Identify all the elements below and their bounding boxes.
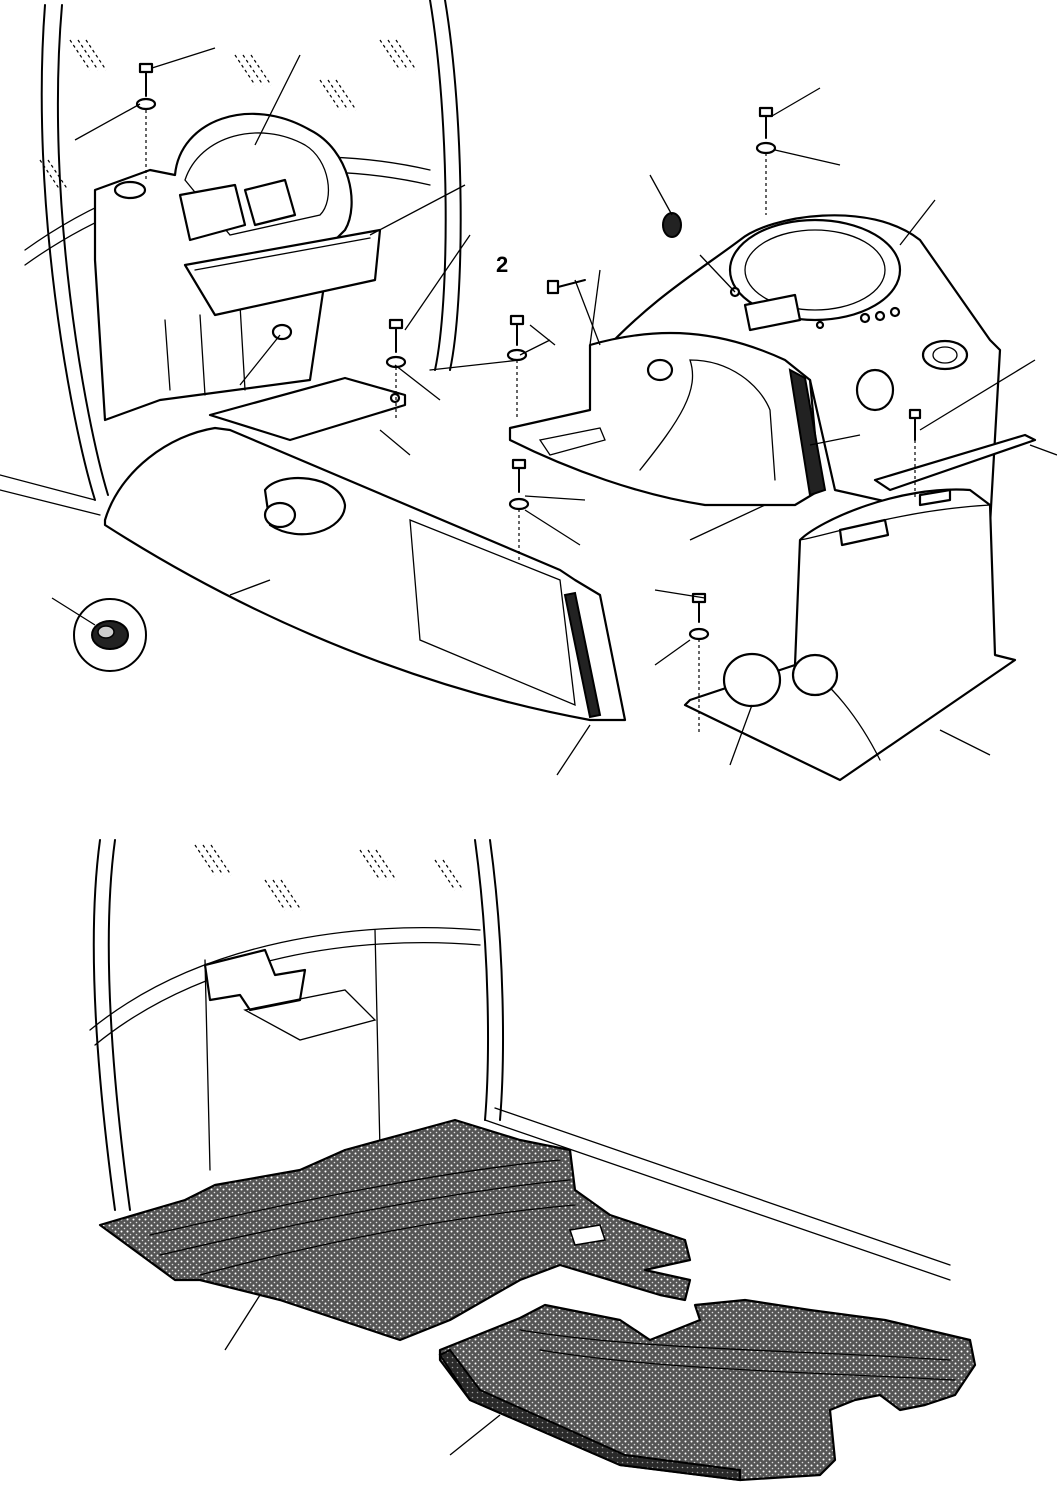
screw-1 bbox=[135, 62, 157, 180]
floor-mat-front-part bbox=[438, 1298, 977, 1482]
leader-lines-lower bbox=[224, 1294, 501, 1456]
leader-lines-upper bbox=[51, 47, 1057, 776]
floor-mat-rear-part bbox=[98, 1118, 692, 1342]
screw-8-horizontal bbox=[546, 279, 586, 295]
glass-hatch-marks-lower bbox=[194, 844, 464, 911]
right-dash-console-part bbox=[598, 212, 1002, 527]
glass-hatch-marks bbox=[39, 39, 417, 191]
screw-5 bbox=[508, 458, 530, 560]
screw-3 bbox=[385, 318, 407, 420]
left-side-panel-part bbox=[103, 426, 627, 722]
left-console-part bbox=[93, 112, 382, 422]
bracket-plate-part bbox=[208, 376, 407, 442]
seat-shroud-part bbox=[508, 331, 827, 507]
screw-7 bbox=[908, 408, 922, 500]
callout-label-2: 2 bbox=[496, 252, 508, 277]
screw-group bbox=[135, 62, 922, 735]
cab-frame-lower bbox=[89, 839, 951, 1281]
screw-4 bbox=[506, 314, 528, 420]
callout-text: 2 bbox=[496, 252, 508, 277]
screw-9 bbox=[271, 323, 293, 341]
screw-6 bbox=[688, 592, 710, 735]
screw-2 bbox=[755, 106, 777, 215]
grommet-detail bbox=[73, 598, 147, 672]
